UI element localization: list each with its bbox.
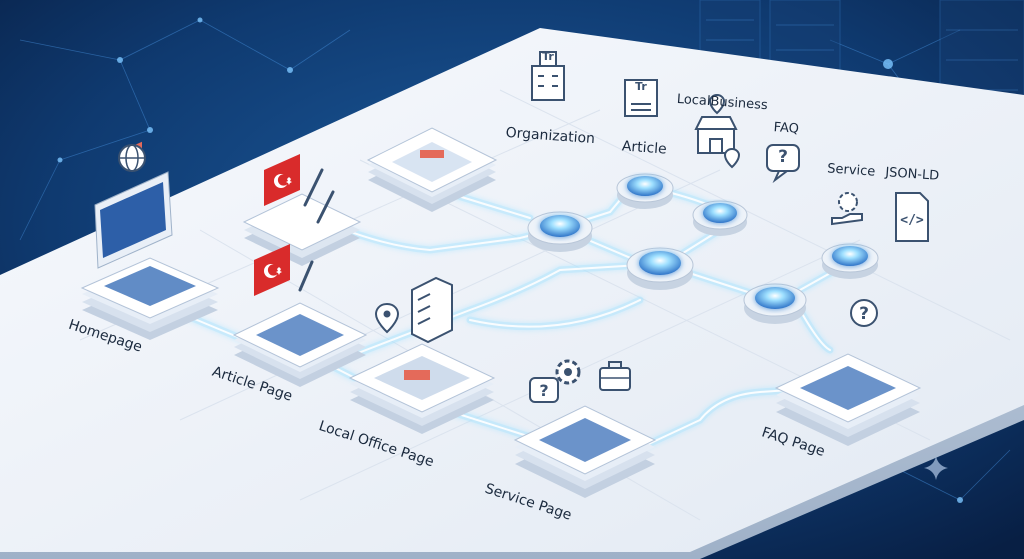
organization-icon-tr: Tr: [542, 50, 554, 63]
schema-icon-text: Tr Tr ?: [542, 50, 788, 167]
location-pin-icon: [374, 302, 400, 334]
hub-node-6: [821, 243, 879, 279]
top-page-stack: [366, 127, 498, 212]
location-pin-icon: [708, 93, 726, 115]
hub-node-4: [692, 200, 748, 236]
schema-labels: Organization Article LocalBusiness FAQ S…: [505, 92, 940, 184]
label-service: Service: [827, 161, 876, 179]
label-faq: FAQ: [773, 120, 799, 137]
gear-hand-icon: [831, 192, 863, 226]
question-bubble-icon: [766, 144, 800, 184]
sparkle-icon: [924, 456, 948, 480]
question-bubble-icon: ?: [529, 377, 559, 403]
service-stack: [513, 405, 657, 498]
hub-node-5: [743, 283, 807, 324]
code-file-glyph: </>: [900, 213, 924, 228]
code-file-icon: [895, 192, 929, 242]
turkey-flag-icon: [254, 244, 290, 296]
svg-text:</>: </>: [900, 213, 924, 228]
label-article: Article: [621, 138, 667, 157]
svg-text:?: ?: [859, 304, 869, 324]
storefront-icon: [694, 116, 738, 154]
homepage-stack: [80, 257, 220, 340]
hub-node-2: [616, 173, 674, 209]
faq-icon-question-mark: ?: [778, 147, 788, 167]
label-organization: Organization: [505, 125, 595, 147]
location-pin-icon: [723, 147, 741, 169]
article-icon-tr: Tr: [635, 80, 647, 93]
page-stacks: ? ?: [80, 127, 922, 498]
briefcase-icon: [599, 361, 631, 391]
local-office-stack: [348, 343, 496, 434]
globe-icon: [118, 144, 146, 172]
building-icon: [531, 51, 565, 101]
turkey-flag-icon: [264, 154, 300, 206]
hub-nodes: [527, 173, 879, 324]
gear-icon: [555, 359, 581, 385]
label-localbusiness: LocalBusiness: [676, 92, 768, 113]
schema-icons: [531, 51, 929, 242]
article-stack: [232, 302, 368, 387]
label-json-ld: JSON-LD: [884, 165, 940, 184]
hub-node-1: [527, 211, 593, 252]
faq-stack: [774, 353, 922, 446]
question-circle-icon: ?: [850, 299, 878, 327]
pen-icon: [298, 168, 335, 292]
newspaper-icon: [624, 79, 658, 117]
svg-text:?: ?: [539, 381, 548, 400]
hub-node-3: [626, 247, 694, 290]
office-building-icon: [411, 276, 453, 344]
